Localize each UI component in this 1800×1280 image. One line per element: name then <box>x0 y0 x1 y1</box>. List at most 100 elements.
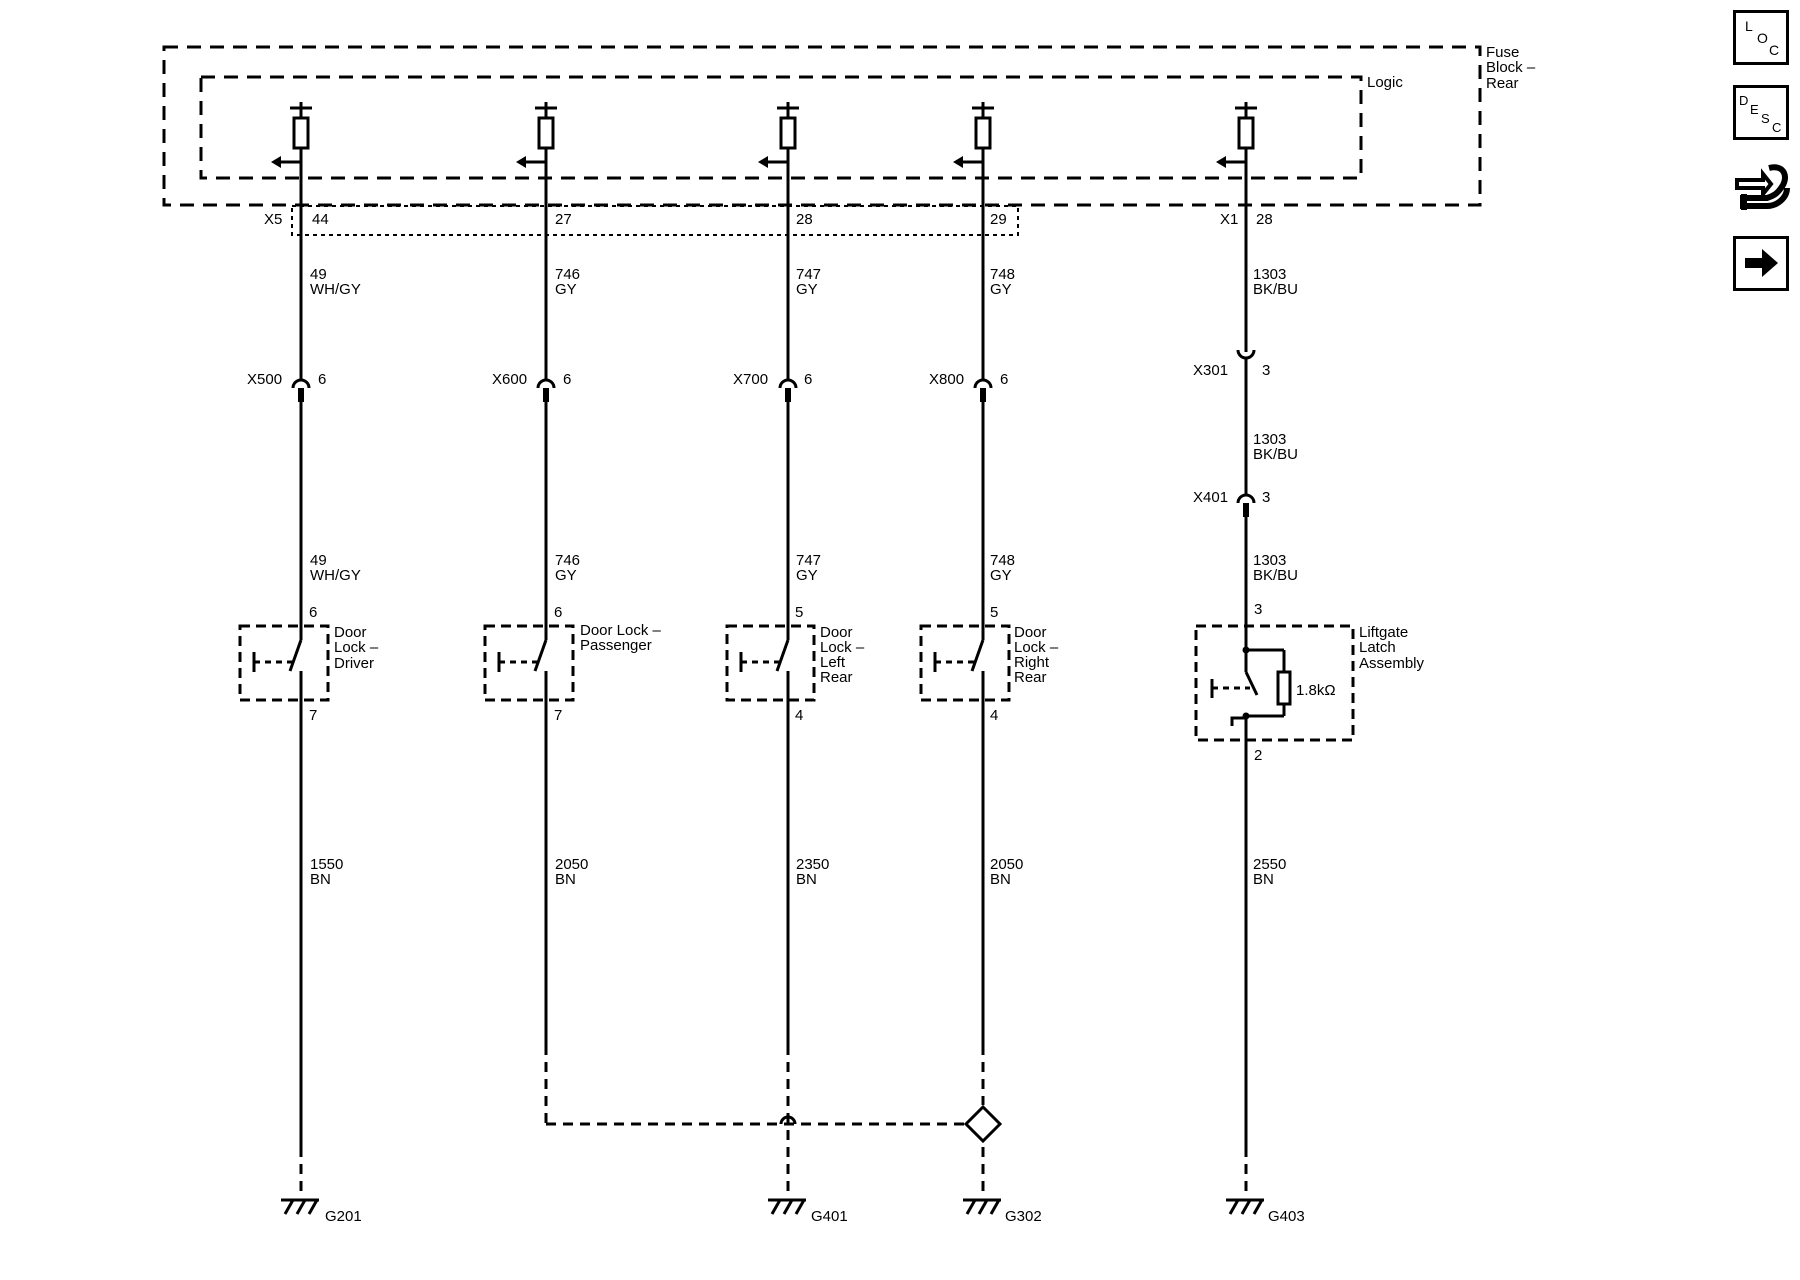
c2-lower-num: 747 <box>796 552 821 569</box>
c1-pin-out: 7 <box>554 707 562 724</box>
c2-upper-color: GY <box>796 281 818 298</box>
loc-l: L <box>1745 18 1753 34</box>
inline-conn-b-4 <box>1236 349 1256 360</box>
fuse-2-arrow <box>758 156 768 168</box>
c0-lower-num: 49 <box>310 552 327 569</box>
loc-icon: L O C <box>1745 18 1779 58</box>
c0-pin-out: 7 <box>309 707 317 724</box>
fuse-4-arrow <box>1216 156 1226 168</box>
c1-upper-color: GY <box>555 281 577 298</box>
fuse-1-element <box>537 116 555 150</box>
c4-resistor-label: 1.8kΩ <box>1296 682 1336 699</box>
c4-ground: G403 <box>1268 1208 1305 1225</box>
c0-upper-num: 49 <box>310 266 327 283</box>
ground-0-hatch-1 <box>283 1199 295 1215</box>
c4-dev-l3: Assembly <box>1359 655 1425 672</box>
ground-2-hatch-3 <box>794 1199 806 1215</box>
fuse-block-title-3: Rear <box>1486 75 1519 92</box>
next-arrow-icon <box>1745 249 1778 277</box>
c4-inline2-name: X401 <box>1193 489 1228 506</box>
c4-lower-color: BK/BU <box>1253 567 1298 584</box>
fuse-0-element <box>292 116 310 150</box>
c3-lower-num: 748 <box>990 552 1015 569</box>
desc-c: C <box>1772 120 1781 135</box>
loc-button[interactable]: L O C <box>1733 10 1789 65</box>
fuse-block-outline <box>162 45 1482 207</box>
c3-gwire-color: BN <box>990 871 1011 888</box>
c2-ground: G401 <box>811 1208 848 1225</box>
c1-dev-l1: Door Lock – <box>580 622 662 639</box>
c4-pin-in: 3 <box>1254 601 1262 618</box>
c3-pin-out: 4 <box>990 707 998 724</box>
x5-connector-box <box>291 205 1019 236</box>
ground-2-hatch-2 <box>782 1199 794 1215</box>
device-4-contact <box>1230 716 1246 726</box>
c0-pin-in: 6 <box>309 604 317 621</box>
fuse-0-arrow <box>271 156 281 168</box>
c4-gwire-num: 2550 <box>1253 856 1286 873</box>
x1-label: X1 <box>1220 211 1238 228</box>
c2-inline-name: X700 <box>733 371 768 388</box>
desc-icon: D E S C <box>1739 93 1781 135</box>
pin-29: 29 <box>990 211 1007 228</box>
c0-ground: G201 <box>325 1208 362 1225</box>
c0-lower-color: WH/GY <box>310 567 361 584</box>
c1-lower-color: GY <box>555 567 577 584</box>
c3-dev-l3: Right <box>1014 654 1050 671</box>
c1-lower-num: 746 <box>555 552 580 569</box>
c3-gwire-num: 2050 <box>990 856 1023 873</box>
device-4-outline <box>1194 624 1355 742</box>
device-2-switch-blade <box>775 639 790 672</box>
c2-pin-in: 5 <box>795 604 803 621</box>
c2-inline-pin: 6 <box>804 371 812 388</box>
c4-inline-name: X301 <box>1193 362 1228 379</box>
ground-3-hatch-1 <box>965 1199 977 1215</box>
desc-button[interactable]: D E S C <box>1733 85 1789 140</box>
connector-tool-button[interactable] <box>1733 158 1791 218</box>
c2-dev-l4: Rear <box>820 669 853 686</box>
c1-inline-pin: 6 <box>563 371 571 388</box>
ground-0-hatch-3 <box>307 1199 319 1215</box>
c0-upper-color: WH/GY <box>310 281 361 298</box>
ground-2-hatch-1 <box>770 1199 782 1215</box>
fuse-1-arrow <box>516 156 526 168</box>
c4-inline2-pin: 3 <box>1262 489 1270 506</box>
c2-upper-num: 747 <box>796 266 821 283</box>
pin-28: 28 <box>796 211 813 228</box>
c0-inline-pin: 6 <box>318 371 326 388</box>
next-button[interactable] <box>1733 236 1789 291</box>
c2-gwire-color: BN <box>796 871 817 888</box>
inline-conn-a-3 <box>973 378 993 389</box>
fuse-block-title-1: Fuse <box>1486 44 1519 61</box>
c1-upper-num: 746 <box>555 266 580 283</box>
c3-ground: G302 <box>1005 1208 1042 1225</box>
c2-pin-out: 4 <box>795 707 803 724</box>
c2-dev-l2: Lock – <box>820 639 865 656</box>
c0-gwire-color: BN <box>310 871 331 888</box>
fuse-block-title-2: Block – <box>1486 59 1536 76</box>
ground-3-hatch-2 <box>977 1199 989 1215</box>
fuse-2-element <box>779 116 797 150</box>
logic-outline <box>199 75 1363 180</box>
c3-upper-color: GY <box>990 281 1012 298</box>
c2-dev-l3: Left <box>820 654 846 671</box>
fuse-3-arrow <box>953 156 963 168</box>
device-4-switch-blade <box>1244 671 1259 696</box>
logic-label: Logic <box>1367 74 1403 91</box>
c3-dev-l4: Rear <box>1014 669 1047 686</box>
inline-conn-pin-a-1 <box>543 388 549 402</box>
inline-conn-a-1 <box>536 378 556 389</box>
desc-d: D <box>1739 93 1748 108</box>
c3-inline-name: X800 <box>929 371 964 388</box>
connector-tool-icon <box>1735 164 1790 210</box>
pin-28-x1: 28 <box>1256 211 1273 228</box>
c2-lower-color: GY <box>796 567 818 584</box>
ground-3-hatch-3 <box>989 1199 1001 1215</box>
c2-gwire-num: 2350 <box>796 856 829 873</box>
desc-s: S <box>1761 111 1770 126</box>
inline-conn-pin-a-3 <box>980 388 986 402</box>
ground-0-hatch-2 <box>295 1199 307 1215</box>
wire-crossover-hop <box>779 1115 797 1125</box>
c3-inline-pin: 6 <box>1000 371 1008 388</box>
